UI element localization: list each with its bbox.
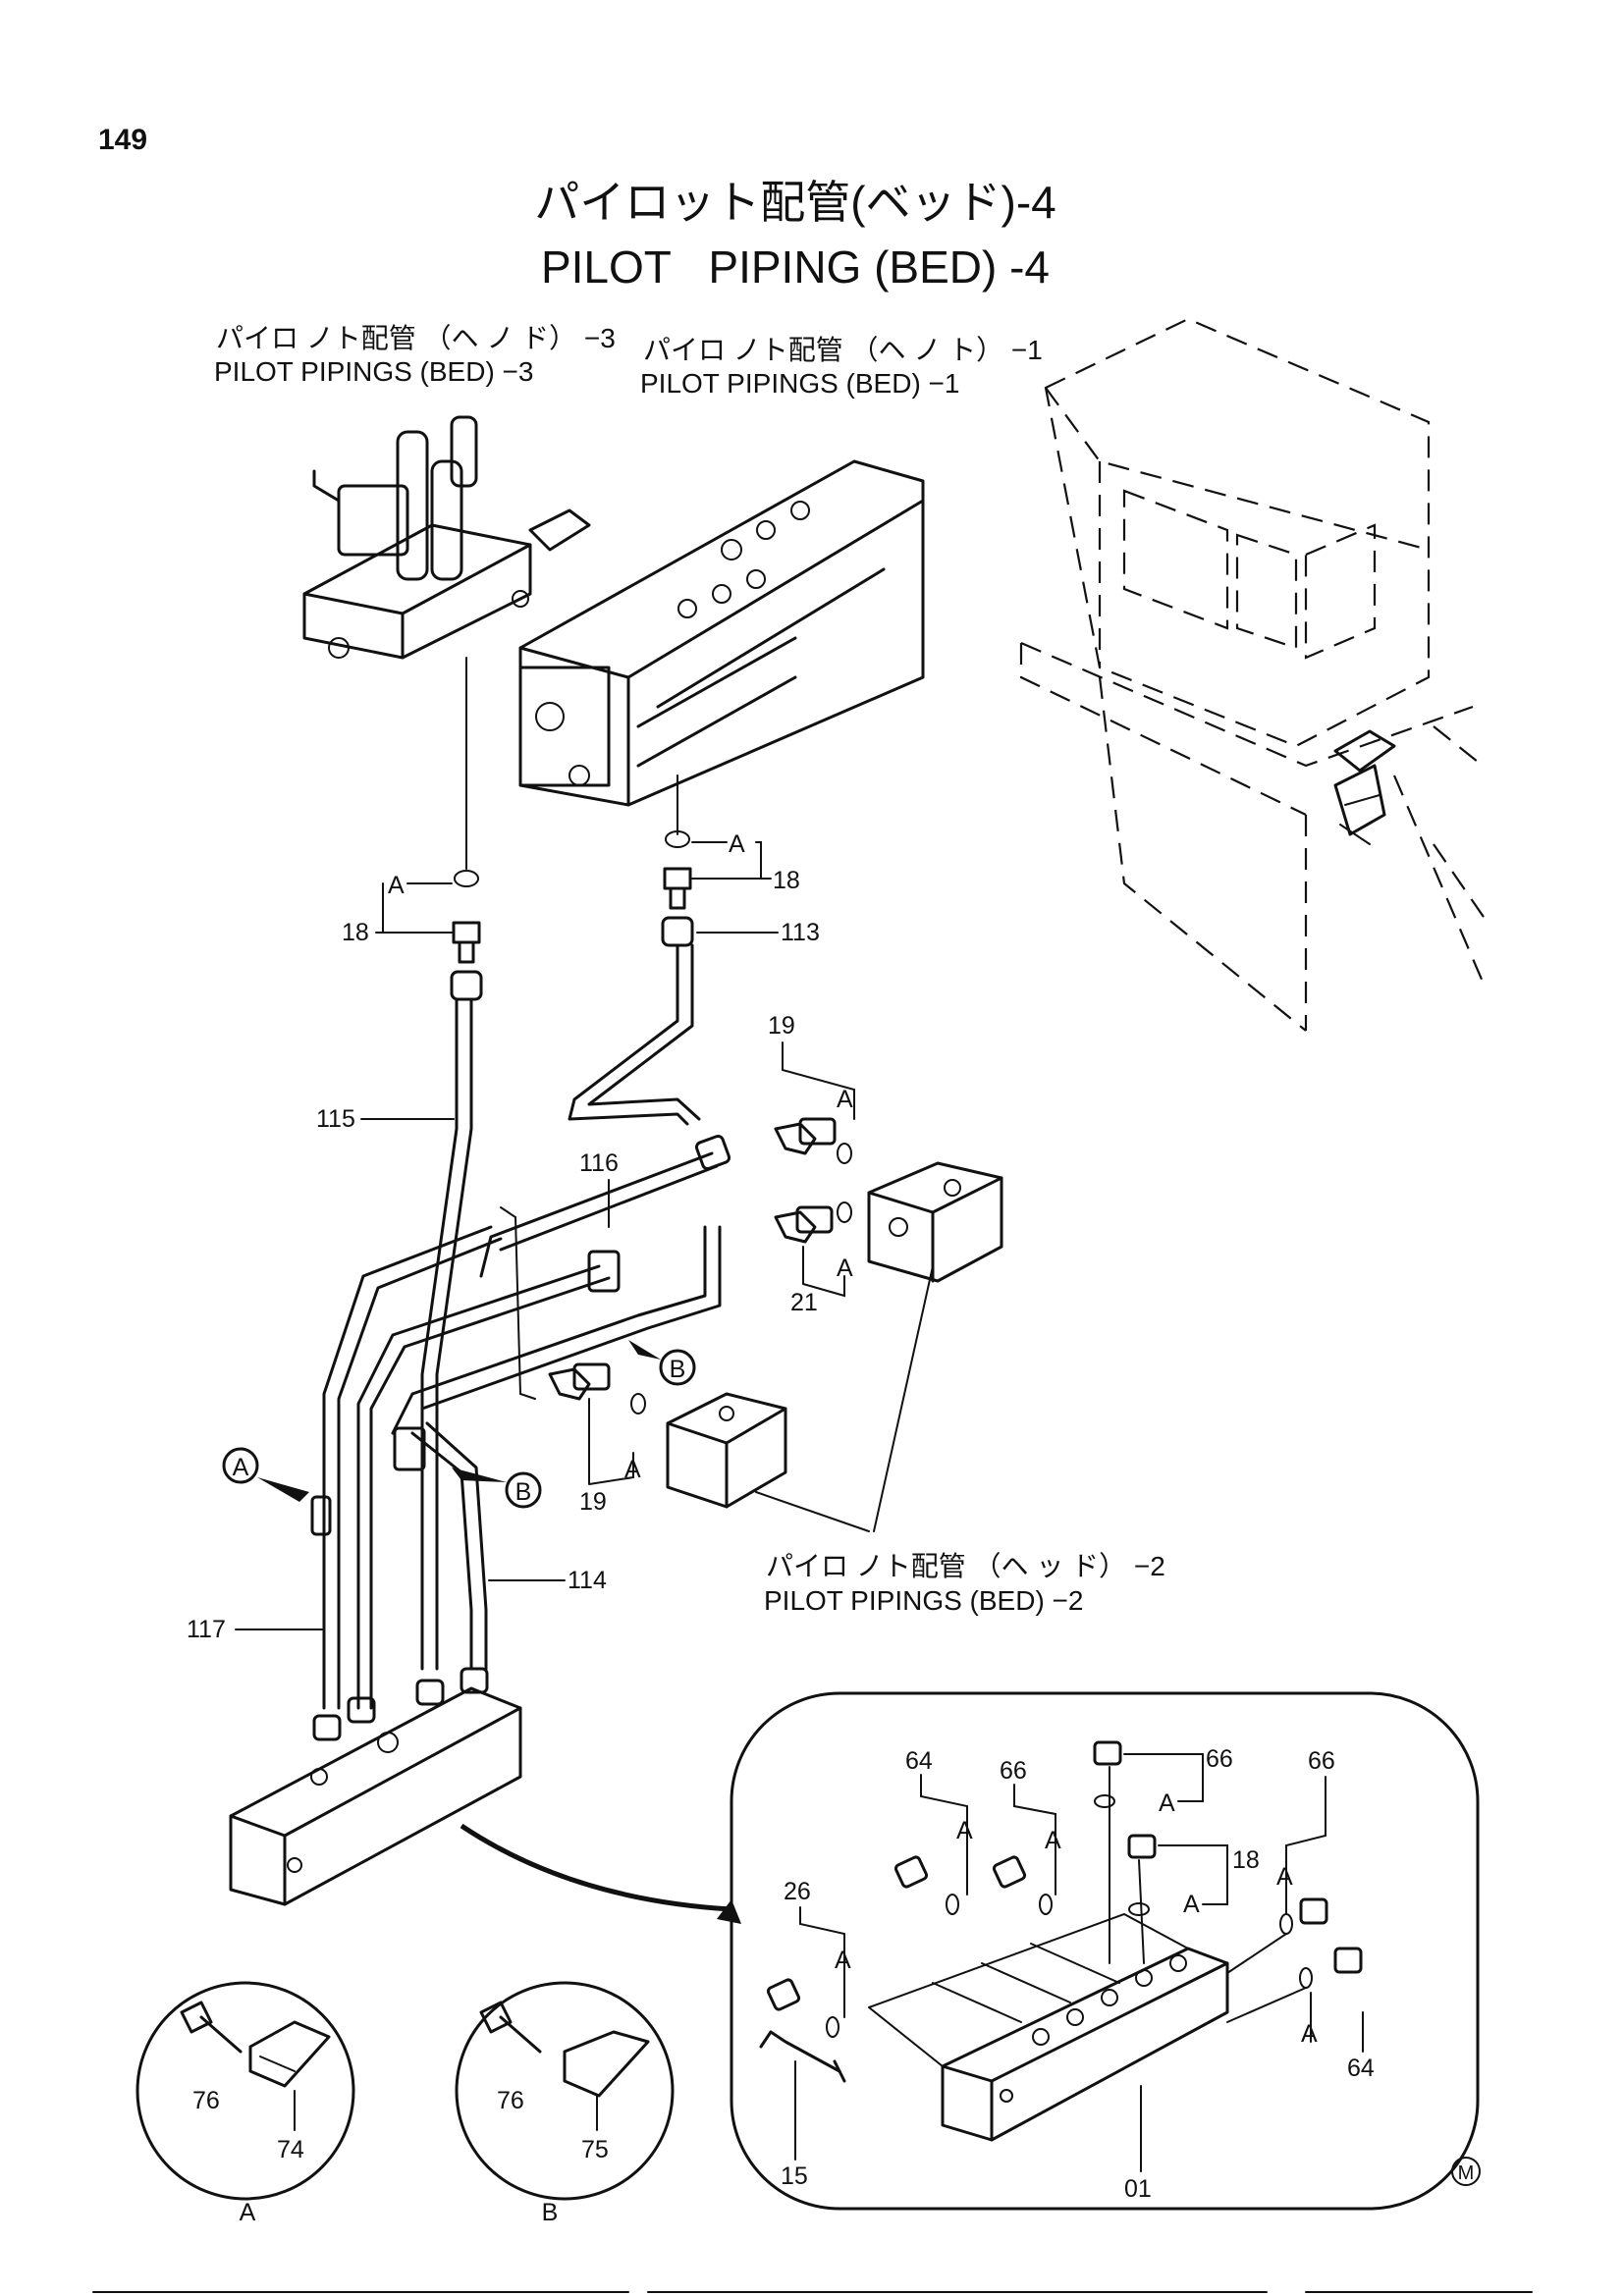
callout-a-64-left: A [956,1817,973,1844]
cab-pilot-valve-detail [1333,729,1396,845]
callout-a-letter: A [233,1454,249,1481]
ref-piping-2-jp: パイロ ノト配管 （ヘ ッ ド） −2 [766,1551,1165,1581]
callout-75: 75 [581,2136,609,2163]
callout-76-b: 76 [497,2087,524,2114]
ref-piping-3-en: PILOT PIPINGS (BED) −3 [214,356,533,387]
callout-a-66-top: A [1159,1789,1175,1817]
pilot-valve-block-lower [666,1392,787,1509]
callout-a-64-right: A [1301,2020,1318,2048]
callout-a-marker: A [222,1447,309,1502]
callout-a-18-detail: A [1183,1891,1200,1918]
callout-19-bottom: 19 [579,1488,607,1516]
callout-a-26: A [835,1947,851,1974]
solenoid-valve-block [302,415,591,660]
detail-view-a-circle [135,1981,355,2201]
callout-113: 113 [781,919,820,946]
callout-b-marker-1: B [628,1340,696,1386]
callout-74: 74 [277,2136,304,2163]
callout-15: 15 [781,2163,808,2190]
part-callouts: 18 A A 18 113 115 116 19 A 21 A 19 A 114… [187,830,1375,2203]
callout-115: 115 [316,1105,355,1133]
detail-view-b-parts [479,2001,650,2098]
title-japanese: パイロット配管(ベッド)-4 [534,177,1056,228]
callout-117: 117 [187,1616,226,1643]
detail-view-b-label: B [542,2199,559,2226]
callout-116: 116 [579,1149,619,1177]
callout-a-lower: A [624,1456,641,1483]
elbow-fittings [548,1117,852,1415]
callout-18-right: 18 [773,867,800,894]
callout-b-marker-2: B [452,1468,542,1509]
ref-piping-1-jp: パイロ ノト配管 （ヘ ノ ト） −1 [643,335,1043,365]
callout-26: 26 [784,1878,811,1905]
cab-outline [1019,317,1489,1032]
callout-a-66-right: A [1276,1863,1293,1891]
manifold-detail-frame [730,1691,1480,2211]
callout-18-detail: 18 [1232,1846,1260,1874]
callout-21: 21 [790,1289,818,1316]
ref-piping-1-en: PILOT PIPINGS (BED) −1 [640,368,959,399]
callout-a-66-left: A [1045,1827,1061,1854]
callout-b-letter-2: B [515,1478,532,1506]
callout-01: 01 [1124,2175,1152,2203]
callout-66-left: 66 [1000,1757,1027,1785]
callout-114: 114 [568,1567,607,1594]
detail-view-b-circle [455,1981,675,2201]
ref-piping-2-en: PILOT PIPINGS (BED) −2 [764,1585,1083,1616]
callout-64-left: 64 [905,1747,933,1775]
callout-76-a: 76 [192,2087,220,2114]
control-valve-block [518,459,925,807]
title-english: PILOT PIPING (BED) -4 [541,241,1050,293]
ref-piping-3-jp: パイロ ノト配管 （ヘ ノ ド） −3 [216,323,616,353]
callout-19-top: 19 [768,1012,795,1040]
model-mark-letter: M [1458,2163,1475,2184]
callout-66-top: 66 [1206,1745,1233,1773]
page-number: 149 [98,124,147,156]
callout-b-letter-1: B [670,1356,686,1383]
callout-a-right: A [729,830,745,858]
callout-a-top: A [837,1086,853,1113]
manifold-detail [759,1740,1363,2142]
callout-66-right: 66 [1308,1747,1335,1775]
pilot-valve-block-upper [867,1161,1003,1283]
callout-64-right: 64 [1347,2055,1375,2082]
callout-a-left: A [388,872,405,899]
detail-view-a-label: A [240,2199,256,2226]
manifold-block [229,1667,522,1906]
callout-18-left: 18 [342,919,369,946]
callout-a-middle: A [837,1255,853,1282]
detail-view-a-parts [180,2001,331,2088]
model-mark [1451,2157,1481,2186]
